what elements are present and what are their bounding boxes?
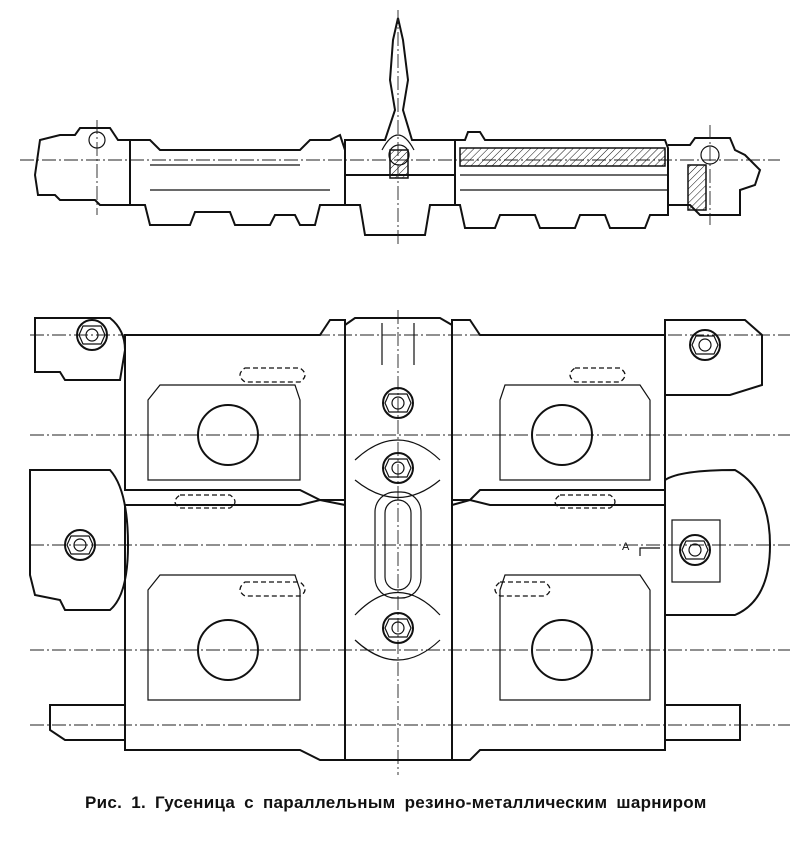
side-elevation-view [20, 10, 780, 245]
figure-caption: Рис. 1. Гусеница с параллельным резино-м… [85, 793, 707, 812]
plan-view [29, 310, 790, 775]
section-label-a: A [622, 541, 630, 553]
